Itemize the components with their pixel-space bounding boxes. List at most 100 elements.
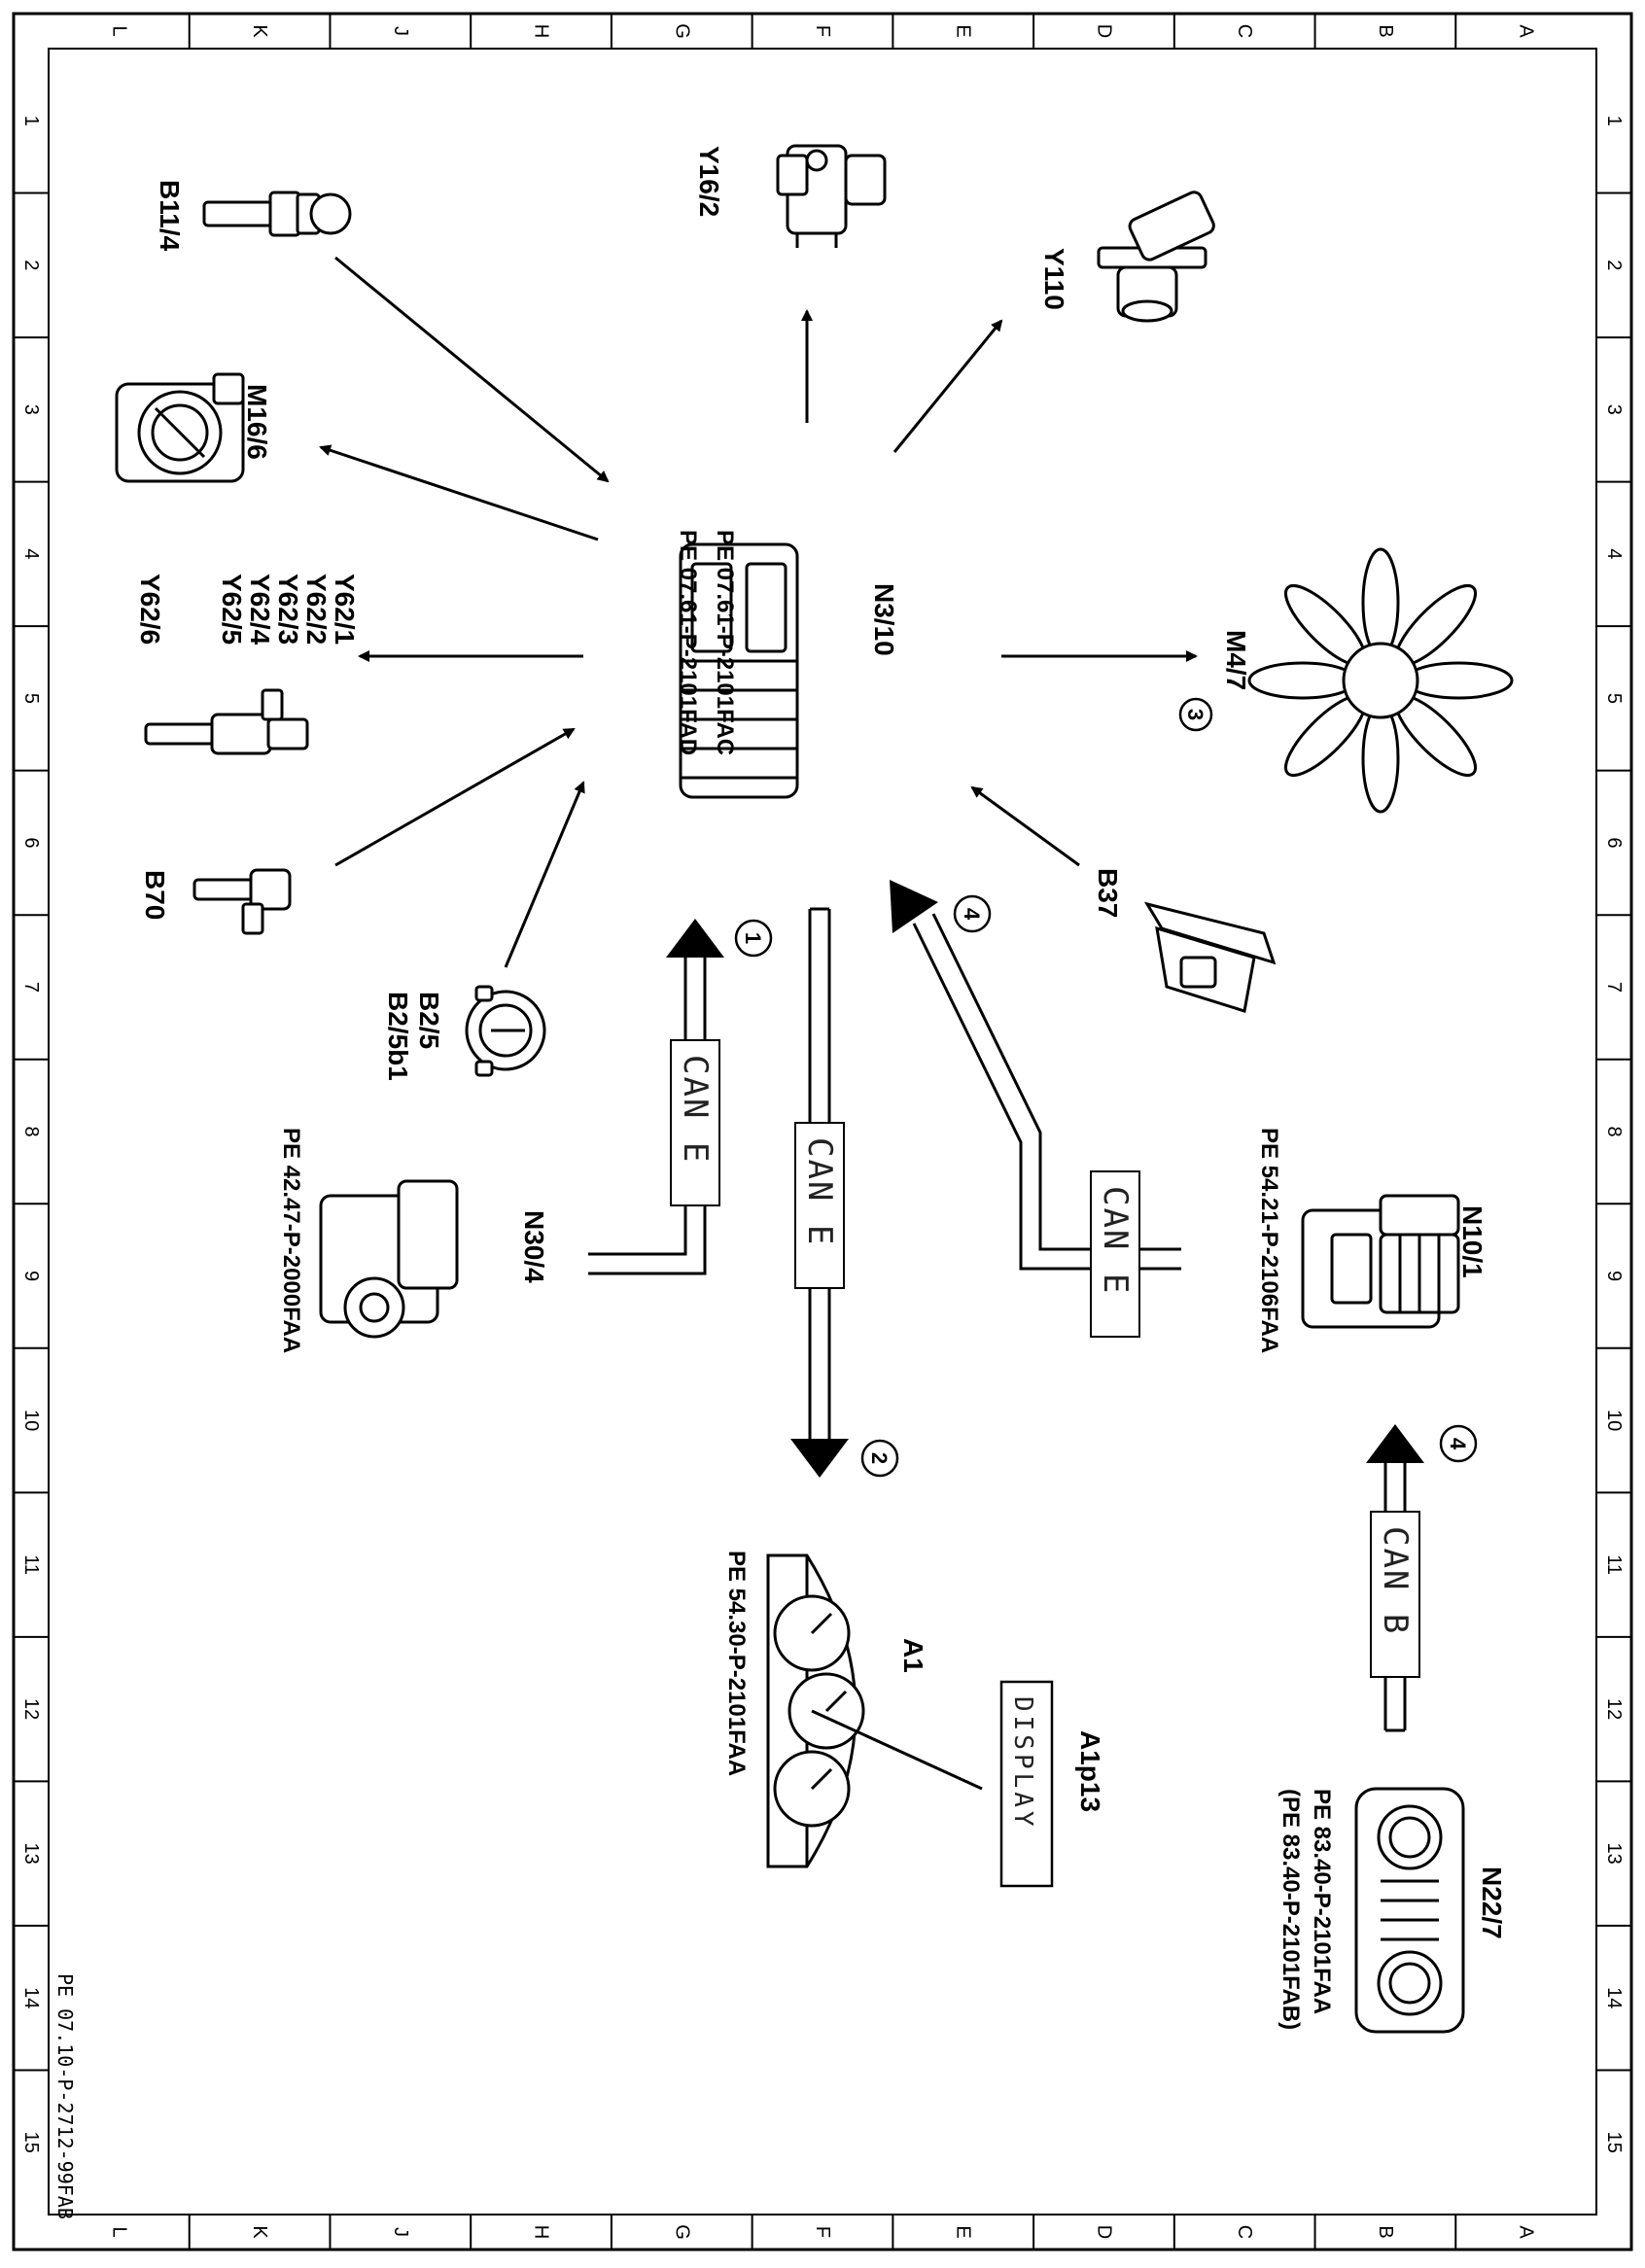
grid-number-right: 12 [1603,1698,1625,1720]
signal-arrows [319,256,1198,968]
grid-number-right: 8 [1603,1126,1625,1136]
can-e-bus-2-label-box [794,1122,845,1289]
grid-letter-bottom: H [531,2225,552,2239]
y16-2-label: Y16/2 [694,146,724,217]
grid-number-left: 5 [20,693,42,704]
b2-5b1-label: B2/5b1 [383,992,413,1081]
a1p13-display-box [999,1680,1054,1888]
grid-letter-top: F [812,25,833,37]
can-e-bus-1-arrowhead [666,919,724,958]
m4-7-label: M4/7 [1221,630,1251,690]
grid-letter-bottom: D [1093,2225,1114,2239]
can-e-bus-4 [912,913,1181,1271]
n3-10-ecu-icon [679,542,799,799]
can-e-bus-4-label: CAN E [1096,1186,1135,1295]
svg-text:4: 4 [960,908,984,921]
svg-text:4: 4 [1446,1438,1470,1450]
grid-number-right: 6 [1603,837,1625,848]
n3-10-ref-1: PE 07.61-P-2101FAC [712,530,738,755]
grid-letter-bottom: G [671,2224,692,2240]
grid-number-left: 12 [20,1698,42,1720]
grid-letter-top: E [953,24,974,37]
a1-label: A1 [898,1638,928,1673]
display-leader-line [811,1709,983,1791]
grid-number-left: 11 [20,1554,42,1575]
grid-letter-bottom: F [812,2226,833,2238]
grid-ticks [14,14,1631,2250]
b2-5-sensor-icon [465,985,546,1077]
a1p13-display-text: DISPLAY [1008,1696,1037,1831]
grid-number-left: 10 [20,1410,42,1431]
y110-label: Y110 [1039,248,1069,310]
grid-letter-top: K [249,24,270,38]
y16-2-valve-icon [776,144,887,248]
grid-letter-bottom: K [249,2225,270,2239]
svg-text:3: 3 [1183,709,1208,720]
y62-3-label: Y62/3 [273,574,303,645]
can-e-bus-4-arrowhead [890,880,938,933]
n3-10-label: N3/10 [869,583,899,656]
grid-letter-bottom: E [953,2225,974,2238]
a1-ref: PE 54.30-P-2101FAA [723,1551,750,1776]
grid-number-right: 15 [1603,2132,1625,2153]
grid-number-left: 6 [20,837,42,848]
grid-letter-top: D [1093,24,1114,38]
grid-letter-bottom: L [108,2226,129,2237]
can-b-bus-label-box [1370,1511,1420,1678]
can-e-bus-1-label-box [670,1039,720,1206]
b11-4-label: B11/4 [155,180,185,252]
callout-2: 2 [860,1439,899,1478]
n30-4-module-icon [319,1179,459,1339]
grid-letter-bottom: J [390,2227,411,2237]
grid-letter-bottom: B [1375,2225,1396,2238]
document-code: PE 07.10-P-2712-99FAB [53,1973,77,2219]
m4-7-fan-icon [1247,547,1514,814]
grid-number-right: 2 [1603,260,1625,270]
a1p13-label: A1p13 [1075,1730,1105,1812]
grid-number-left: 8 [20,1126,42,1136]
grid-letter-top: L [108,25,129,36]
b11-4-sensor-icon [202,191,352,237]
grid-number-right: 3 [1603,404,1625,415]
can-e-bus-2-arrowhead [790,1439,849,1478]
can-e-bus-1-label: CAN E [676,1055,715,1164]
grid-number-right: 14 [1603,1987,1625,2008]
callout-3: 3 [1178,697,1213,732]
n10-1-ref: PE 54.21-P-2106FAA [1256,1128,1282,1353]
n22-7-ref-1: PE 83.40-P-2101FAA [1309,1789,1335,2014]
y62-5-label: Y62/5 [217,574,247,645]
n30-4-ref: PE 42.47-P-2000FAA [278,1128,304,1353]
grid-letter-top: J [390,26,411,36]
b37-pedal-icon [1143,901,1277,1013]
n30-4-label: N30/4 [519,1210,549,1283]
inner-frame [48,48,1597,2216]
y62-2-label: Y62/2 [301,574,332,645]
grid-number-right: 13 [1603,1843,1625,1865]
grid-letter-top: B [1375,24,1396,37]
n22-7-label: N22/7 [1477,1867,1507,1939]
grid-number-left: 3 [20,404,42,415]
n10-1-label: N10/1 [1457,1205,1488,1278]
grid-number-left: 13 [20,1843,42,1865]
n22-7-control-panel-icon [1354,1787,1465,2034]
grid-number-right: 4 [1603,548,1625,559]
grid-letter-top: C [1234,24,1255,38]
grid-number-left: 9 [20,1271,42,1281]
grid-number-left: 2 [20,260,42,270]
grid-number-right: 9 [1603,1271,1625,1281]
grid-number-left: 1 [20,116,42,126]
grid-letter-top: H [531,24,552,38]
grid-letter-bottom: C [1234,2225,1255,2239]
b70-label: B70 [140,870,170,920]
grid-letter-top: G [671,23,692,39]
m16-6-throttle-icon [115,372,245,483]
y62-4-label: Y62/4 [245,574,275,646]
can-b-bus-label: CAN B [1376,1526,1415,1635]
a1-cluster-icon [766,1553,865,1868]
grid-number-right: 5 [1603,693,1625,704]
y110-thermostat-icon [1097,191,1215,323]
grid-number-right: 1 [1603,116,1625,126]
